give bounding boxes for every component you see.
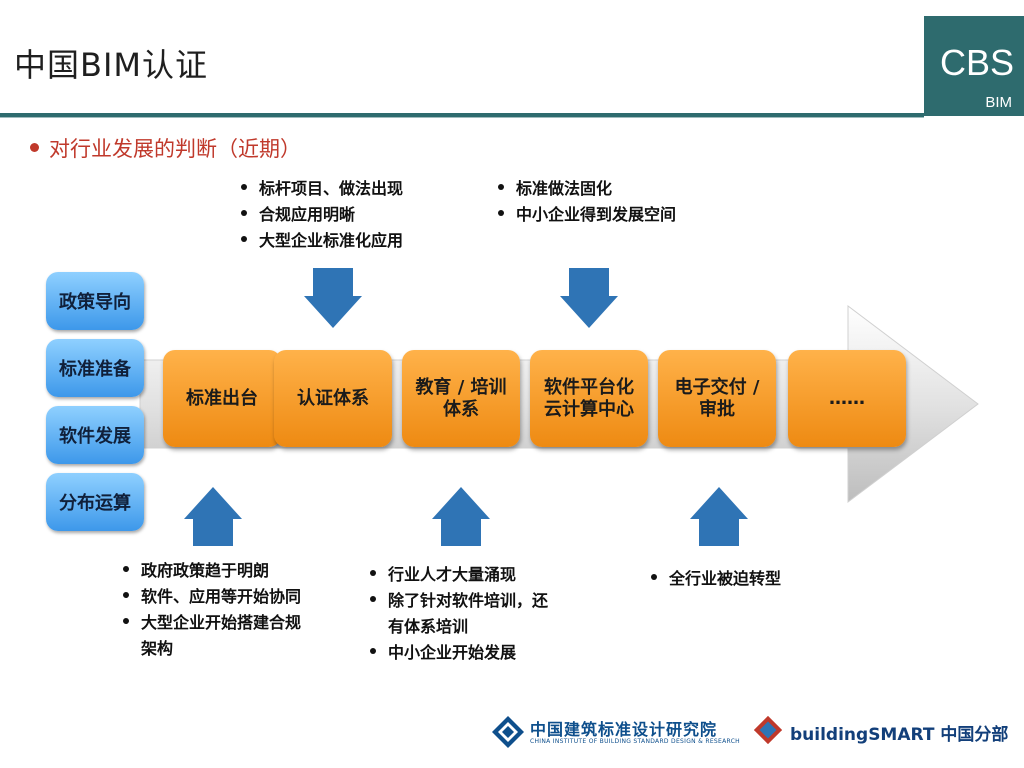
institute-name-cn: 中国建筑标准设计研究院 (530, 720, 718, 739)
list-item: 全行业被迫转型 (651, 566, 781, 592)
list-item: 合规应用明晰 (241, 202, 403, 228)
stage-line2: 体系 (442, 398, 479, 420)
logo-sub-text: BIM (985, 94, 1012, 111)
buildingsmart-text: buildingSMART 中国分部 (790, 725, 1009, 745)
up-arrow-icon (432, 487, 490, 546)
top-bullets-1: 标杆项目、做法出现 合规应用明晰 大型企业标准化应用 (241, 176, 403, 254)
list-item: 行业人才大量涌现 (370, 562, 548, 588)
list-item: 大型企业开始搭建合规架构 (123, 610, 301, 662)
up-arrow-icon (690, 487, 748, 546)
stage-box: 教育 / 培训体系 (402, 350, 520, 447)
list-item-cont: 有体系培训 (388, 617, 469, 636)
stage-box: 标准出台 (163, 350, 281, 447)
side-label-distributed: 分布运算 (46, 473, 144, 531)
list-item: 大型企业标准化应用 (241, 228, 403, 254)
stage-box: 认证体系 (274, 350, 392, 447)
stage-line2: 云计算中心 (544, 398, 634, 420)
list-item: 标准做法固化 (498, 176, 676, 202)
stage-line1: 认证体系 (297, 387, 369, 409)
list-item-text: 除了针对软件培训，还 (388, 591, 549, 610)
stage-line1: 标准出台 (186, 387, 258, 409)
stage-line1: …… (829, 387, 865, 409)
stage-line1: 电子交付 / (674, 376, 760, 398)
logo-main-text: CBS (939, 42, 1014, 83)
side-label-standards: 标准准备 (46, 339, 144, 397)
stage-box: 软件平台化云计算中心 (530, 350, 648, 447)
bottom-bullets-3: 全行业被迫转型 (651, 566, 781, 592)
cbs-bim-logo: CBS BIM (924, 16, 1024, 116)
stage-box: 电子交付 /审批 (658, 350, 776, 447)
up-arrow-icon (184, 487, 242, 546)
list-item: 除了针对软件培训，还有体系培训 (370, 588, 548, 640)
down-arrow-icon (304, 268, 362, 328)
bullet-dot-icon (30, 142, 39, 152)
side-label-software: 软件发展 (46, 406, 144, 464)
stage-box: …… (788, 350, 906, 447)
list-item: 中小企业开始发展 (370, 640, 548, 666)
down-arrow-icon (560, 268, 618, 328)
stage-line1: 教育 / 培训 (415, 376, 507, 398)
header-divider-thin (0, 117, 924, 118)
list-item: 中小企业得到发展空间 (498, 202, 676, 228)
list-item-text: 大型企业开始搭建合规 (141, 613, 302, 632)
list-item: 软件、应用等开始协同 (123, 584, 301, 610)
side-label-policy: 政策导向 (46, 272, 144, 330)
bottom-bullets-2: 行业人才大量涌现 除了针对软件培训，还有体系培训 中小企业开始发展 (370, 562, 548, 666)
institute-emblem-icon (492, 716, 524, 748)
buildingsmart-emblem-icon (754, 716, 782, 744)
stage-line2: 审批 (699, 398, 735, 420)
section-heading: 对行业发展的判断（近期） (30, 133, 301, 163)
cbs-institute-logo: 中国建筑标准设计研究院 CHINA INSTITUTE OF BUILDING … (490, 712, 740, 752)
bottom-bullets-1: 政府政策趋于明朗 软件、应用等开始协同 大型企业开始搭建合规架构 (123, 558, 301, 662)
list-item: 标杆项目、做法出现 (241, 176, 403, 202)
top-bullets-2: 标准做法固化 中小企业得到发展空间 (498, 176, 676, 228)
section-heading-text: 对行业发展的判断（近期） (49, 137, 301, 161)
slide-title: 中国BIM认证 (14, 46, 209, 84)
institute-name-en: CHINA INSTITUTE OF BUILDING STANDARD DES… (530, 738, 740, 745)
list-item-cont: 架构 (141, 639, 174, 658)
stage-line1: 软件平台化 (544, 376, 634, 398)
list-item: 政府政策趋于明朗 (123, 558, 301, 584)
header-divider (0, 113, 924, 117)
